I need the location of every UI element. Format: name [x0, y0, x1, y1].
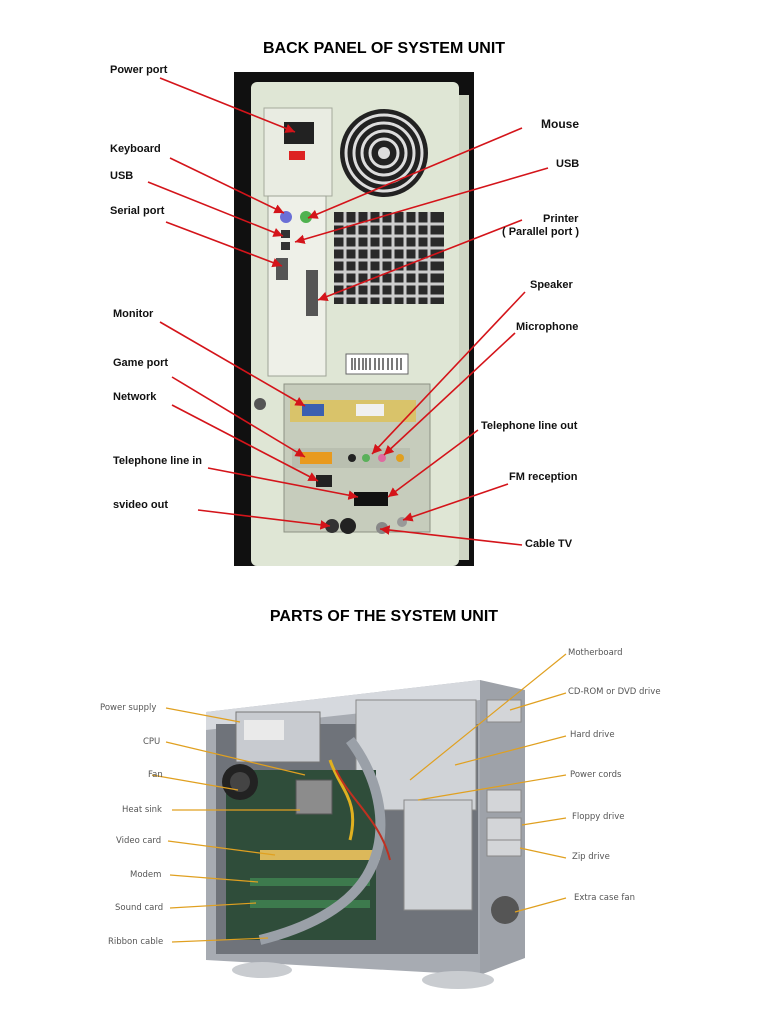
label-microphone: Microphone [516, 321, 579, 333]
label-speaker: Speaker [530, 279, 573, 291]
label-printer: Printer [543, 213, 579, 225]
label-power-supply: Power supply [100, 703, 157, 713]
label-usb-right: USB [556, 158, 580, 170]
label-hard-drive: Hard drive [570, 730, 615, 740]
label-telephone-line-out: Telephone line out [481, 420, 578, 432]
label-extra-case-fan: Extra case fan [574, 893, 635, 903]
label-sound-card: Sound card [115, 903, 164, 913]
label-heat-sink: Heat sink [122, 805, 162, 815]
label-video-card: Video card [116, 836, 162, 846]
label-cpu: CPU [143, 737, 161, 747]
label-power-port: Power port [110, 64, 168, 76]
back-panel-title: BACK PANEL OF SYSTEM UNIT [262, 40, 506, 57]
label-fm-reception: FM reception [509, 471, 578, 483]
psu-fan-icon [340, 109, 428, 197]
back-panel-illustration [234, 72, 474, 566]
back-panel-arrows [147, 77, 549, 546]
label-usb-left: USB [110, 170, 134, 182]
label-modem: Modem [130, 870, 162, 880]
label-game-port: Game port [113, 357, 169, 369]
label-monitor: Monitor [113, 308, 154, 320]
label-parallel-port: ( Parallel port ) [502, 226, 580, 238]
label-floppy-drive: Floppy drive [572, 812, 625, 822]
label-power-cords: Power cords [570, 770, 622, 780]
label-cd-rom-dvd-drive: CD-ROM or DVD drive [568, 687, 661, 697]
label-motherboard: Motherboard [568, 648, 623, 658]
label-serial-port: Serial port [110, 205, 165, 217]
label-cable-tv: Cable TV [525, 538, 573, 550]
label-ribbon-cable: Ribbon cable [108, 937, 164, 947]
label-svideo-out: svideo out [113, 499, 169, 511]
label-mouse: Mouse [541, 117, 580, 131]
parts-title: PARTS OF THE SYSTEM UNIT [269, 608, 499, 625]
label-telephone-line-in: Telephone line in [113, 455, 203, 467]
label-keyboard: Keyboard [110, 143, 161, 155]
label-fan: Fan [148, 770, 163, 780]
label-network: Network [113, 391, 157, 403]
case-fan-icon [222, 764, 258, 800]
label-zip-drive: Zip drive [572, 852, 610, 862]
